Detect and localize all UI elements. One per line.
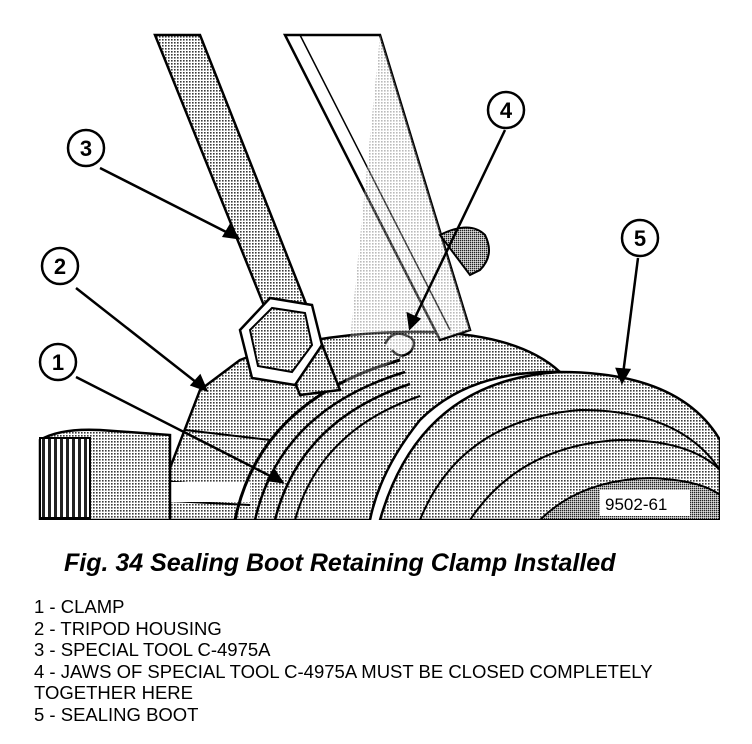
callout-4: 4	[486, 90, 526, 130]
callout-1: 1	[38, 342, 78, 382]
legend-item: 4 - JAWS OF SPECIAL TOOL C-4975A MUST BE…	[34, 660, 653, 704]
callout-5: 5	[620, 218, 660, 258]
reference-code: 9502-61	[605, 495, 667, 514]
special-tool	[153, 33, 490, 397]
legend-list: 1 - CLAMP 2 - TRIPOD HOUSING 3 - SPECIAL…	[34, 596, 734, 725]
legend-item: 2 - TRIPOD HOUSING	[34, 617, 222, 639]
leader-lines	[75, 129, 640, 484]
svg-text:4: 4	[500, 98, 513, 123]
svg-text:1: 1	[52, 350, 64, 375]
svg-text:5: 5	[634, 226, 646, 251]
legend-item: 1 - CLAMP	[34, 596, 125, 617]
svg-text:3: 3	[80, 136, 92, 161]
axle-shaft	[38, 428, 172, 520]
legend-item: 3 - SPECIAL TOOL C-4975A	[34, 639, 271, 660]
svg-text:2: 2	[54, 254, 66, 279]
technical-illustration: 3 2 1 4 5 9502-61	[38, 33, 720, 520]
callout-2: 2	[40, 246, 80, 286]
legend-item: 5 - SEALING BOOT	[34, 703, 199, 725]
callout-3: 3	[66, 128, 106, 168]
figure-caption: Fig. 34 Sealing Boot Retaining Clamp Ins…	[64, 549, 616, 577]
